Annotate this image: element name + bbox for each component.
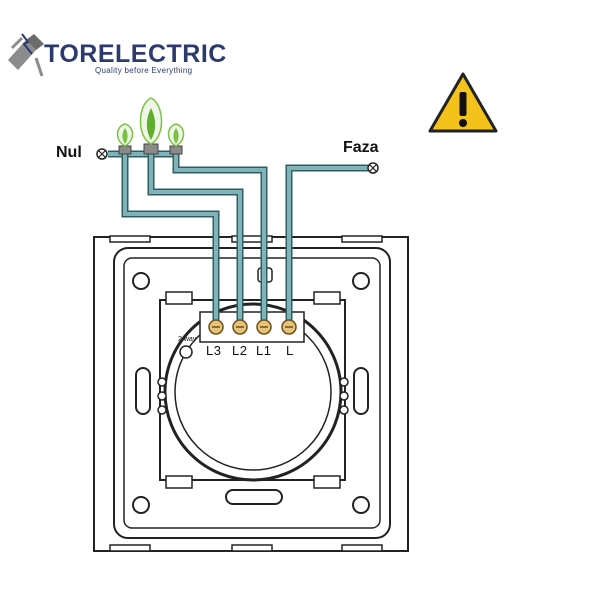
mode-label: 2 way xyxy=(178,336,197,343)
plug-with-lightning-icon xyxy=(8,33,44,77)
brand-name-accent: ELECTRIC xyxy=(97,40,227,68)
bulb-icon xyxy=(167,123,185,155)
phase-label: Faza xyxy=(343,139,379,156)
bulb-icon xyxy=(116,123,134,155)
terminal-label-l1: L1 xyxy=(256,343,272,358)
bulb-icon xyxy=(139,97,163,155)
switch-plate xyxy=(93,235,409,552)
wire-l1 xyxy=(172,154,268,324)
terminal-screws xyxy=(208,319,297,335)
warning-triangle-icon xyxy=(428,72,498,133)
wire-l2 xyxy=(147,154,244,324)
neutral-label: Nul xyxy=(56,144,82,161)
wires xyxy=(108,150,368,324)
terminal-label-l3: L3 xyxy=(206,343,222,358)
wire-l3 xyxy=(121,154,220,324)
brand-name-dark: TOR xyxy=(44,40,98,68)
terminal-label-l2: L2 xyxy=(232,343,248,358)
brand-tagline: Quality before Everything xyxy=(95,66,193,75)
phase-terminal-icon xyxy=(367,162,379,174)
terminal-label-l: L xyxy=(286,343,294,358)
wire-l xyxy=(285,164,368,324)
neutral-terminal-icon xyxy=(96,148,108,160)
brand-name: TORELECTRIC xyxy=(44,42,227,67)
